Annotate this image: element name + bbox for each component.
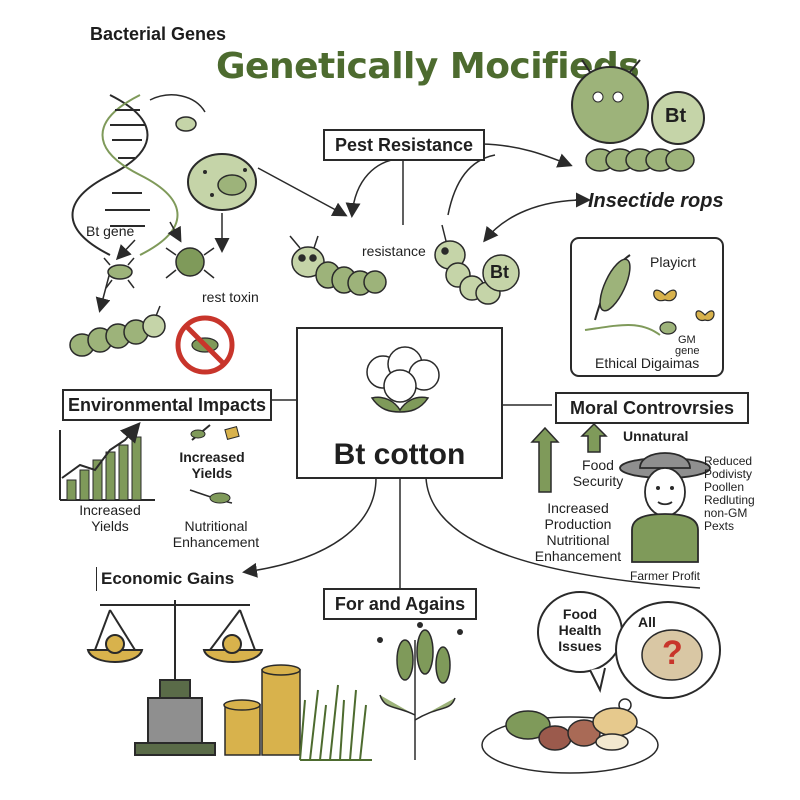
- environmental-impacts-box: Environmental Impacts: [62, 389, 272, 421]
- bt-badge-top-text: Bt: [665, 105, 687, 127]
- mite-icon: [165, 247, 215, 279]
- wheat-plant-icon: [379, 629, 456, 760]
- pest-resistance-box: Pest Resistance: [323, 129, 485, 161]
- page-title: Genetically Mocifieds: [216, 46, 640, 87]
- gm-gene-label-line2: gene: [675, 345, 700, 357]
- moral-controversies-box: Moral Controvrsies: [555, 392, 749, 424]
- yield-bar-chart-icon: [59, 421, 155, 501]
- increased-yields-small-label: Increased Yields: [179, 449, 245, 481]
- resistance-label: resistance: [362, 243, 426, 259]
- bt-badge-top-circle: [651, 91, 705, 145]
- unnatural-label: Unnatural: [623, 428, 689, 444]
- reduced-biodiversity-label: Reduced Podivisty Poollen Redluting non-…: [704, 454, 755, 533]
- bt-badge-circle: [482, 254, 520, 292]
- bt-cotton-label: Bt cotton: [333, 438, 466, 471]
- increased-production-label: Increased Production Nutritional Enhance…: [534, 500, 622, 564]
- crops-panel-frame: [570, 237, 724, 377]
- caterpillar-top-right-icon: [585, 148, 695, 172]
- leaf-sprig-icon: [189, 489, 233, 504]
- corn-plant-icon: [584, 254, 661, 336]
- food-plate-icon: [481, 707, 659, 774]
- butterflies-small-icon: [377, 622, 463, 643]
- aphid-icon: [103, 257, 135, 289]
- up-arrow-large-icon: [530, 426, 560, 493]
- playicrt-label: Playicrt: [650, 254, 696, 270]
- gm-gene-seed-icon: [659, 321, 677, 335]
- grass-field-icon: [299, 684, 372, 761]
- all-thought-bubble: [615, 601, 721, 712]
- bt-seed-pod-icon: [571, 59, 649, 144]
- for-and-against-box: For and Agains: [323, 588, 477, 620]
- farmer-profit-label: Farmer Profit: [630, 569, 701, 583]
- food-health-speech-bubble: [537, 591, 623, 693]
- food-health-issues-label: Food Health Issues: [558, 606, 602, 654]
- food-security-label: Food Security: [572, 457, 624, 489]
- ethical-dilemmas-label: Ethical Digaimas: [595, 355, 700, 371]
- coin-stacks-icon: [223, 664, 301, 756]
- economic-gains-box: Economic Gains: [96, 567, 241, 591]
- caterpillar-resistant-icon: [289, 235, 387, 296]
- bt-gene-label: Bt gene: [86, 223, 135, 239]
- caterpillar-left-icon: [69, 305, 166, 357]
- bacterial-genes-heading: Bacterial Genes: [90, 24, 227, 44]
- no-pest-sign-icon: [175, 315, 235, 375]
- increased-yields-chart-label: Increased Yields: [79, 502, 141, 534]
- bacterium-cell-icon: [149, 94, 257, 211]
- cotton-boll-icon: [366, 346, 440, 413]
- question-mark-label: ?: [662, 634, 683, 672]
- up-arrow-small-icon: [580, 422, 608, 453]
- butterfly-icon: [653, 289, 715, 321]
- gm-gene-label-line1: GM: [678, 334, 696, 346]
- sprout-icon: [190, 424, 240, 441]
- all-label: All: [638, 614, 656, 630]
- rest-toxin-label: rest toxin: [202, 289, 259, 305]
- insecticide-crops-label: Insectide rops: [588, 190, 724, 212]
- farmer-icon: [619, 452, 711, 563]
- bt-badge-caterpillar-text: Bt: [490, 262, 509, 282]
- nutritional-enhancement-left-label: Nutritional Enhancement: [172, 518, 260, 550]
- balance-scale-icon: [86, 600, 264, 756]
